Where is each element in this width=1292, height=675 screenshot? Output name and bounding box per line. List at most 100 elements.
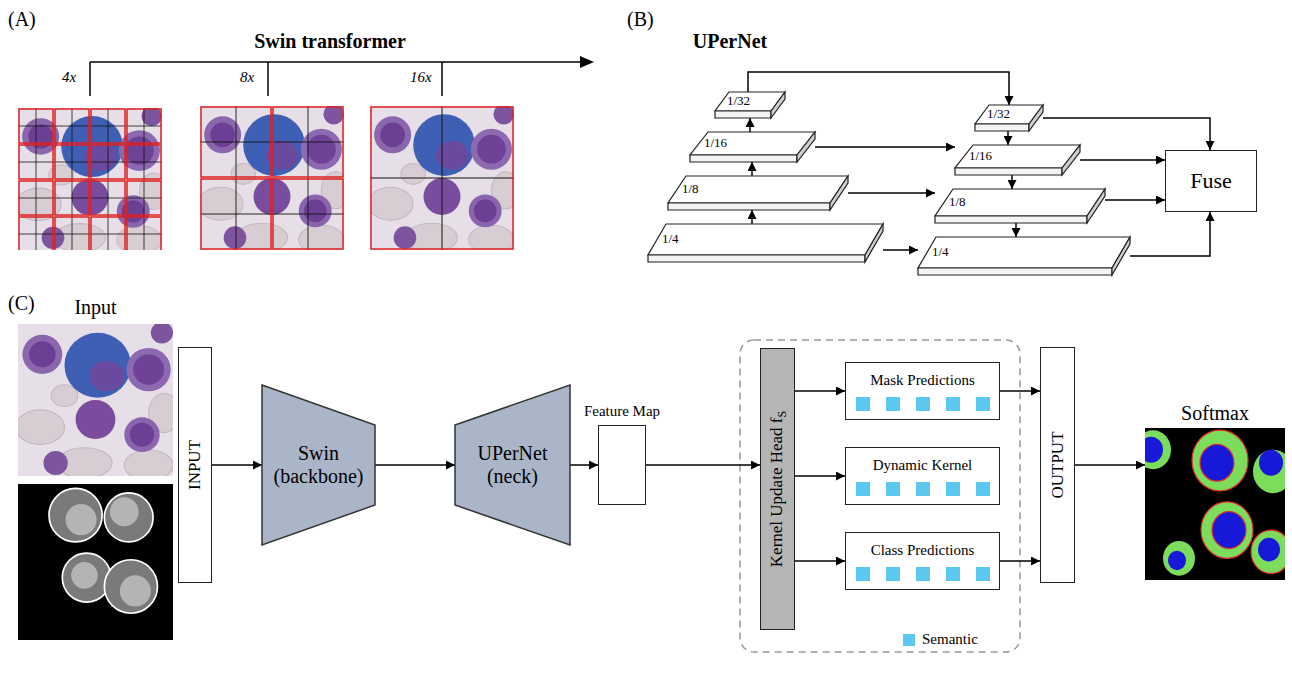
node-text: 1/4 [662,232,679,247]
connector [1080,159,1165,161]
legend-swatch [903,634,915,646]
box-heading: Class Predictions [871,541,975,559]
legend-text: Semantic [922,631,978,648]
slab-front [715,111,771,118]
pyramid-level: 1/8 [935,189,1105,223]
feature-level: 1/32 [715,92,785,118]
panel-label: 8x [240,68,254,86]
feature-level: 1/16 [690,132,815,162]
connector [748,72,1009,105]
connector [1105,199,1165,201]
semantic-square [946,482,960,496]
slab-side [1062,145,1080,175]
label-text: (B) [627,8,654,30]
node-text: 1/8 [682,182,699,197]
semantic-square [856,567,870,581]
node-text: 1/16 [704,136,727,151]
slab-outline [648,224,883,262]
node-text: Dynamic Kernel [873,457,973,473]
connector [795,475,845,477]
head-group-frame [740,340,1020,652]
connector [1011,175,1013,189]
ground-truth-mask-part [18,484,173,640]
connector [815,146,955,148]
connector [646,464,760,466]
trapezoid-fill [262,385,375,545]
label-text: UPerNet [693,30,767,52]
label-text: 8x [240,69,254,85]
panel-label: (B) [627,8,654,31]
connector [795,560,845,562]
slab-front [648,255,865,262]
window-grid-coarse-part [370,106,514,250]
semantic-square [886,482,900,496]
entry-bar: INPUT [178,347,212,583]
vertical-label: Kernel Update Head fS [766,411,789,567]
semantic-square [976,482,990,496]
slab-front [935,216,1087,223]
node-text: OUTPUT [1048,431,1067,498]
node-text: UPerNet (neck) [478,442,548,487]
box-heading: Mask Predictions [870,371,975,389]
connector [1007,131,1009,145]
ground-truth-mask [18,484,173,640]
heading: Input [18,296,173,319]
window-grid-mid-part [200,106,344,250]
window-grid-mid [198,104,350,254]
slab-front [690,155,797,162]
connector [749,118,751,132]
node-text: 1/32 [987,107,1010,122]
node-text: S [774,411,788,418]
connector [751,162,753,176]
slab-side [1112,237,1130,275]
semantic-square [916,567,930,581]
slab-front [955,168,1062,175]
pyramid-level: 1/4 [918,237,1130,275]
image-frame [18,322,173,642]
slab-front [975,124,1029,131]
neck-block: UPerNet (neck) [455,385,570,545]
window-grid-coarse-part [368,104,520,254]
image-frame [1145,428,1285,580]
node-text: 1/8 [949,195,966,210]
map-box [598,425,646,505]
panel-label: (A) [8,8,36,31]
slab-top [690,132,815,155]
heading: Softmax [1145,402,1285,425]
backbone-block: Swin (backbone) [262,385,375,545]
node-text: Kernel Update Head f [766,418,785,568]
prediction-box: Class Predictions [845,532,1000,590]
label-text: Swin transformer [254,30,406,52]
semantic-square [856,397,870,411]
prediction-box: Mask Predictions [845,362,1000,420]
slab-top [955,145,1080,168]
node-text: Softmax [1181,402,1249,424]
source-panel: Input [18,296,173,642]
slab-side [865,224,883,262]
connector [570,464,598,466]
head-bar: Kernel Update Head fS [760,348,795,630]
square-row [856,567,990,581]
window-grid-fine [16,106,168,254]
connector [795,390,845,392]
feature-level: 1/8 [668,176,848,210]
panel-label: Swin transformer [254,30,406,53]
segmentation-result [1135,428,1292,580]
semantic-square [916,397,930,411]
slab-top [918,237,1130,268]
semantic-square [916,482,930,496]
semantic-square [976,397,990,411]
vertical-label: OUTPUT [1048,431,1068,498]
connector [848,192,935,194]
slab-front [918,268,1112,275]
slab-top [668,176,848,203]
feature-level: 1/4 [648,224,883,262]
connector [1130,212,1210,256]
connector [751,210,753,224]
exit-bar: OUTPUT [1040,347,1075,583]
panel-label: UPerNet [693,30,767,53]
slab-side [797,132,815,162]
pyramid-level: 1/16 [955,145,1080,175]
node-text: 1/16 [969,149,992,164]
pyramid-level: 1/32 [975,105,1043,131]
